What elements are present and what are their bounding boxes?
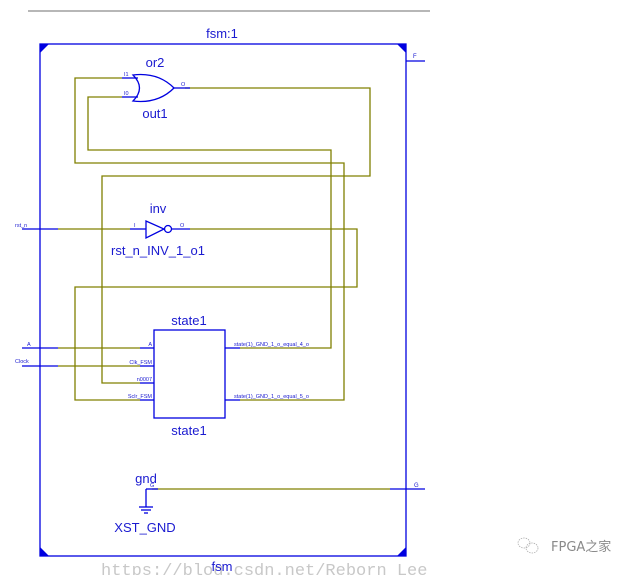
corner-marker-tr (397, 44, 406, 53)
or2-pin-I0-label: I0 (124, 91, 129, 97)
port-A-label: A (27, 342, 31, 348)
or2-gate[interactable] (122, 73, 190, 103)
state1-type-label: state1 (171, 313, 206, 328)
corner-marker-tl (40, 44, 49, 53)
or2-pin-O-label: O (181, 82, 186, 88)
watermark-url: https://blog.csdn.net/Reborn_Lee (101, 562, 427, 575)
or2-type-label: or2 (146, 55, 165, 70)
state1-in-label-Sclr_FSM: Sclr_FSM (128, 394, 153, 400)
gnd-pin-label: G (150, 483, 154, 489)
state1-out-label-equal4: state(1)_GND_1_o_equal_4_o (234, 342, 309, 348)
inv-type-label: inv (150, 201, 167, 216)
state1-instance-label: state1 (171, 423, 206, 438)
brand-label: FPGA之家 (551, 539, 611, 555)
inv-instance-label: rst_n_INV_1_o1 (111, 243, 205, 258)
inversion-bubble-icon (163, 224, 173, 234)
module-boundary[interactable] (39, 43, 407, 557)
gnd-instance-label: XST_GND (114, 520, 175, 535)
net-equal4-or2-I0[interactable] (87, 96, 332, 349)
net-inv-out-sclr[interactable] (74, 228, 358, 401)
wechat-icon (517, 537, 539, 554)
corner-marker-br (397, 547, 406, 556)
inv-pin-O-label: O (180, 223, 185, 229)
state1-in-label-A: A (148, 342, 152, 348)
inverter-gate[interactable] (130, 219, 190, 240)
net-or2-out-n0007[interactable] (101, 87, 371, 384)
port-Clock-label: Clock (15, 359, 29, 365)
state1-body[interactable] (153, 329, 226, 419)
port-rst_n-label: rst_n (15, 223, 27, 229)
state1-out-label-equal5: state(1)_GND_1_o_equal_5_o (234, 394, 309, 400)
state1-in-label-n0007: n0007 (137, 377, 152, 383)
state1-block[interactable] (140, 329, 240, 419)
gnd-type-label: gnd (135, 471, 157, 486)
net-equal5-or2-I1[interactable] (74, 77, 345, 401)
port-G-label: G (414, 483, 419, 489)
module-footer: fsm (212, 559, 233, 574)
port-F-label: F (413, 54, 417, 60)
gnd-symbol[interactable] (139, 488, 158, 514)
or2-pin-I1-label: I1 (124, 72, 129, 78)
module-title: fsm:1 (206, 26, 238, 41)
inv-pin-I-label: I (134, 223, 136, 229)
state1-in-label-Clk_FSM: Clk_FSM (129, 360, 152, 366)
or-gate-icon (131, 73, 175, 103)
buffer-triangle-icon (145, 219, 166, 240)
or2-instance-label: out1 (142, 106, 167, 121)
corner-marker-bl (40, 547, 49, 556)
